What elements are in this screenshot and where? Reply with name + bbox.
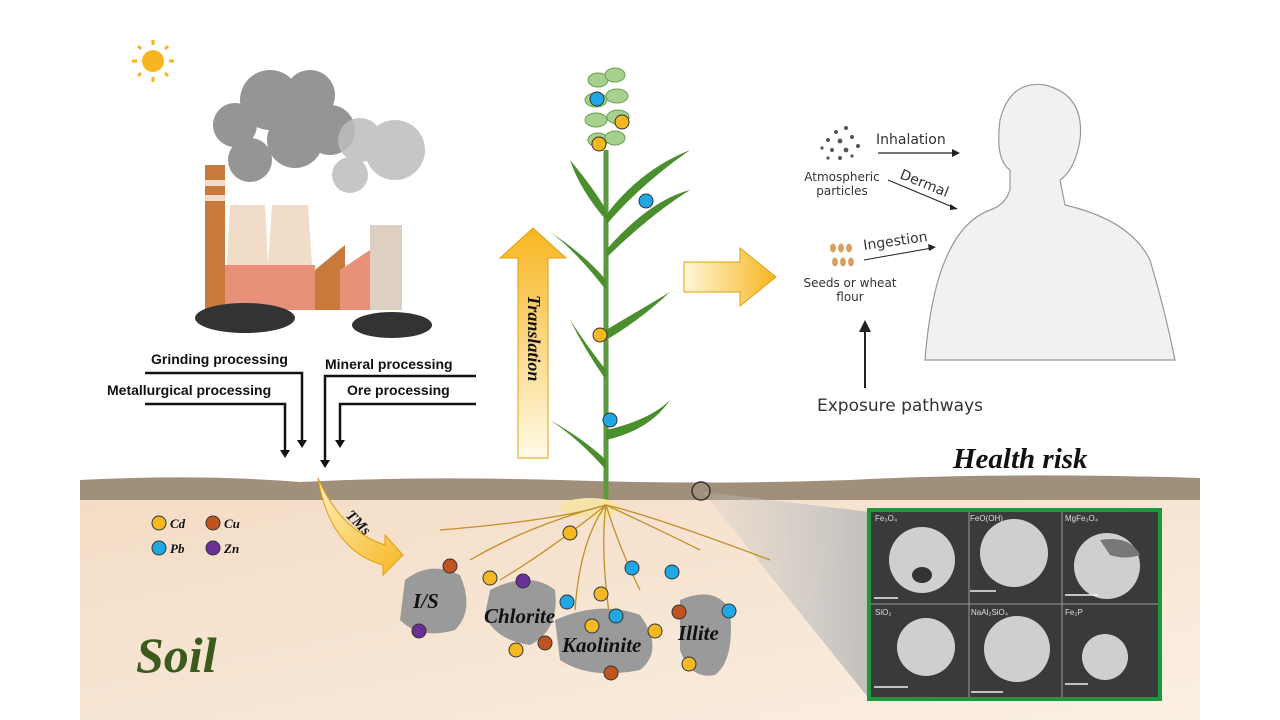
label-exposure-pathways: Exposure pathways xyxy=(817,396,983,416)
sem-label-2: FeO(OH) xyxy=(970,514,1003,523)
sem-label-5: NaAl₂SiO₄ xyxy=(971,608,1008,617)
health-risk-title: Health risk xyxy=(952,443,1088,475)
factory-illustration xyxy=(195,70,432,338)
mineral-chlorite: Chlorite xyxy=(484,604,555,628)
label-mineral: Mineral processing xyxy=(325,356,453,372)
atmospheric-particles-icon xyxy=(820,126,860,160)
particle-fe3o4 xyxy=(889,527,955,593)
particle-sio2 xyxy=(897,618,955,676)
human-figure xyxy=(924,83,1176,361)
to-health-arrow xyxy=(683,246,777,308)
legend-pb: Pb xyxy=(170,541,185,556)
mineral-is: I/S xyxy=(412,589,439,613)
wheat-plant xyxy=(439,67,771,621)
legend-cu: Cu xyxy=(224,516,240,531)
process-arrows xyxy=(145,371,476,460)
mineral-rocks xyxy=(400,568,731,676)
tms-arrow xyxy=(317,477,404,577)
mineral-kaolinite: Kaolinite xyxy=(561,633,641,657)
magnify-circle xyxy=(691,481,711,501)
rock-is xyxy=(400,568,467,634)
translation-label: Translation xyxy=(524,295,544,381)
ground-surface xyxy=(80,475,1200,500)
particle-naal2sio4 xyxy=(984,616,1050,682)
label-seeds: Seeds or wheat xyxy=(803,276,896,290)
label-dermal: Dermal xyxy=(898,167,951,201)
legend-cd: Cd xyxy=(170,516,186,531)
legend-cu-marker xyxy=(205,515,221,531)
magnification-beam xyxy=(703,492,870,700)
sun-icon xyxy=(132,40,174,82)
metal-legend: Cd Cu Pb Zn xyxy=(151,515,240,556)
soil-label: Soil xyxy=(136,627,217,683)
legend-zn-marker xyxy=(205,540,221,556)
mineral-illite: Illite xyxy=(677,621,719,645)
rock-illite xyxy=(680,594,731,676)
legend-cd-marker xyxy=(151,515,167,531)
legend-zn: Zn xyxy=(223,541,239,556)
particle-fe2p xyxy=(1082,634,1128,680)
label-particles: particles xyxy=(816,184,868,198)
metal-particles xyxy=(411,91,737,681)
label-flour: flour xyxy=(836,290,864,304)
sem-image-panel: Fe₃O₄ FeO(OH) MgFe₂O₄ SiO₂ NaAl₂SiO₄ Fe₂… xyxy=(867,508,1162,701)
legend-pb-marker xyxy=(151,540,167,556)
sem-label-1: Fe₃O₄ xyxy=(875,514,897,523)
label-metallurgical: Metallurgical processing xyxy=(107,382,271,398)
label-ore: Ore processing xyxy=(347,382,450,398)
label-grinding: Grinding processing xyxy=(151,351,288,367)
translation-arrow xyxy=(498,227,568,459)
sem-label-3: MgFe₂O₄ xyxy=(1065,514,1098,523)
sem-label-4: SiO₂ xyxy=(875,608,891,617)
rock-kaolinite xyxy=(555,608,653,674)
label-atmospheric: Atmospheric xyxy=(804,170,879,184)
label-inhalation: Inhalation xyxy=(876,132,946,148)
rock-chlorite xyxy=(485,580,556,645)
particle-feooh xyxy=(980,519,1048,587)
sem-label-6: Fe₂P xyxy=(1065,608,1083,617)
seeds-icon xyxy=(830,243,854,267)
